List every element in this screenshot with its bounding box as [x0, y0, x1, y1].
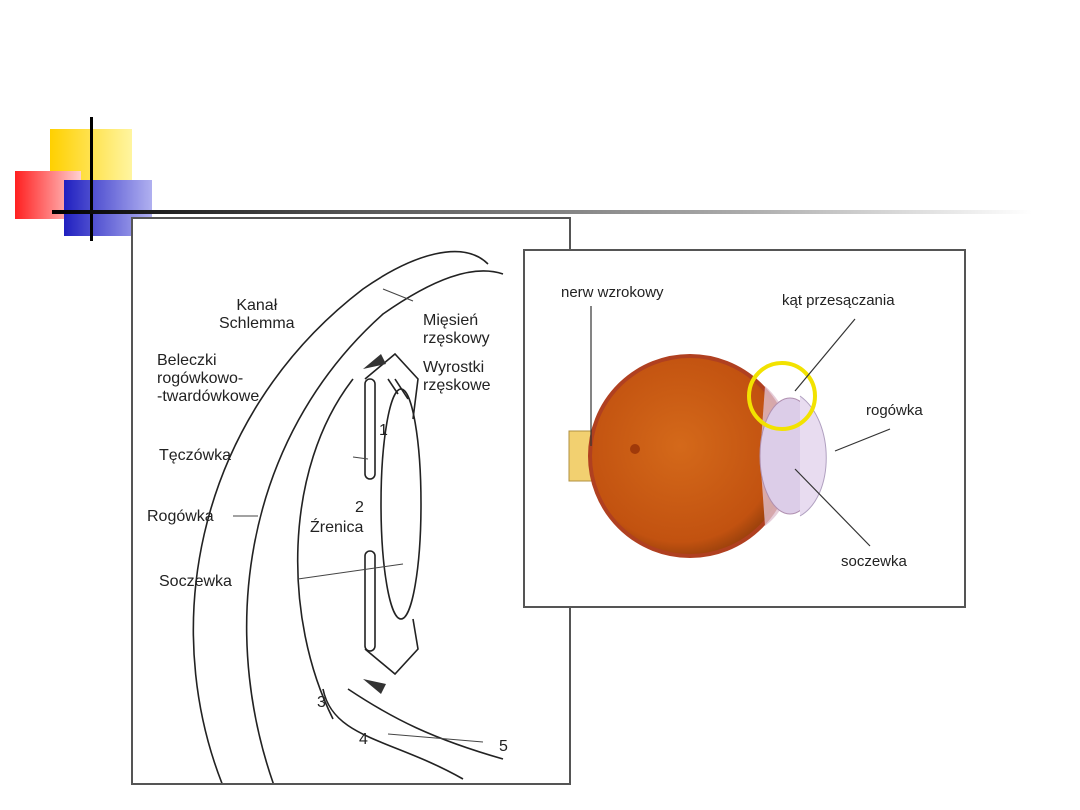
label-num-3: 3 [317, 694, 326, 711]
vertical-line [90, 117, 93, 241]
label-num-1: 1 [379, 422, 388, 439]
label-line: rzęskowy [423, 330, 490, 347]
eye-cross-section-drawing [192, 250, 504, 783]
label-line: Schlemma [219, 315, 295, 332]
label-line: Mięsień [423, 312, 479, 329]
label-line: rzęskowe [423, 377, 491, 394]
label-line: Kanał [236, 297, 278, 314]
label-num-4: 4 [359, 731, 368, 748]
label-nerw-wzrokowy: nerw wzrokowy [561, 284, 664, 301]
label-rogowka: Rogówka [147, 508, 214, 525]
label-line: -twardówkowe [157, 388, 260, 405]
label-num-2: 2 [355, 499, 364, 516]
eye-anatomy-drawing [568, 306, 891, 558]
label-num-5: 5 [499, 738, 508, 755]
label-soczewka: soczewka [841, 553, 907, 570]
label-rogowka: rogówka [866, 402, 923, 419]
label-line: Wyrostki [423, 359, 485, 376]
label-line: rogówkowo- [157, 370, 244, 387]
label-zrenica: Źrenica [310, 519, 364, 536]
label-kat-przesaczania: kąt przesączania [782, 292, 895, 309]
eye-anatomy-diagram: nerw wzrokowy kąt przesączania rogówka s… [523, 249, 966, 608]
label-soczewka: Soczewka [159, 573, 232, 590]
horizontal-rule [52, 210, 1032, 214]
label-line: Beleczki [157, 352, 217, 369]
highlight-circle [747, 361, 817, 431]
label-teczowka: Tęczówka [159, 447, 232, 464]
